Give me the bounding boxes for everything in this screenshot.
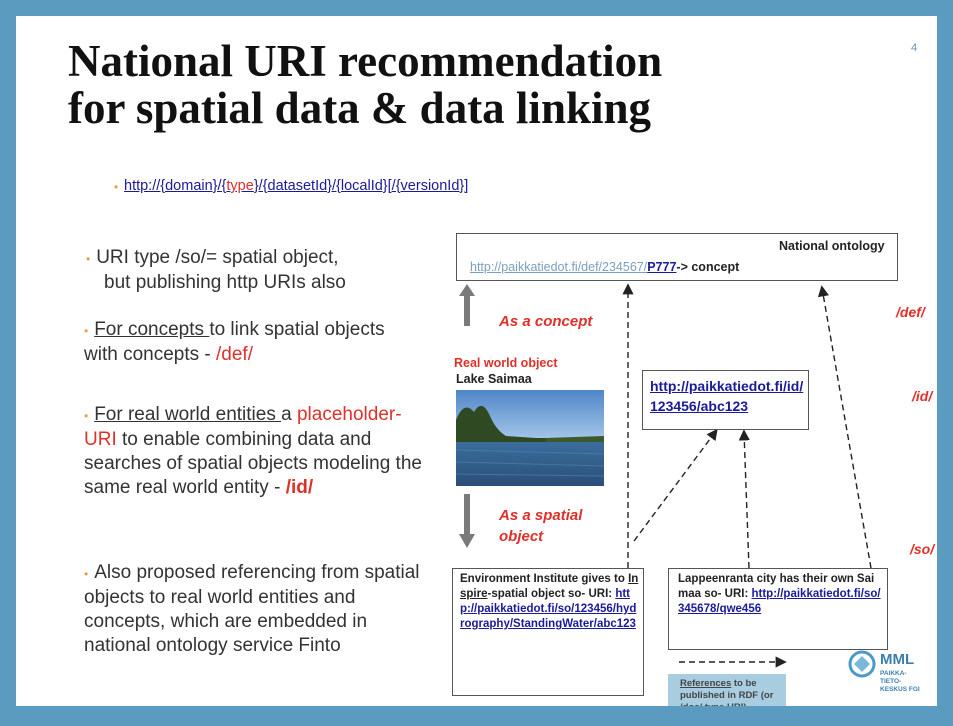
national-ontology-box bbox=[456, 233, 898, 281]
env-so-uri-link[interactable]: http://paikkatiedot.fi/so/123456/hydrogr… bbox=[460, 588, 637, 630]
bullet-text: to enable combining data and searches of… bbox=[84, 429, 422, 498]
lap-so-uri-link[interactable]: http://paikkatiedot.fi/so/345678/qwe456 bbox=[678, 588, 881, 615]
dash-env-to-id bbox=[633, 428, 718, 542]
mml-logo-icon bbox=[848, 650, 876, 678]
uri-part-1: http://{domain}/{ bbox=[124, 178, 227, 194]
title-line-2: for spatial data & data linking bbox=[68, 83, 652, 133]
as-spatial-object-label: As a spatial object bbox=[499, 507, 583, 545]
env-text-b: -spatial object so- URI: bbox=[487, 588, 613, 600]
bullet-red: /def/ bbox=[216, 344, 253, 365]
national-ontology-label: National ontology bbox=[779, 239, 885, 253]
bullet-concepts: • For concepts to link spatial objects wi… bbox=[84, 318, 414, 367]
down-arrow-spatial bbox=[459, 494, 475, 548]
lappeenranta-text: Lappeenranta city has their own Saimaa s… bbox=[678, 572, 884, 617]
lake-saimaa-label: Lake Saimaa bbox=[456, 372, 532, 386]
env-inspire: Inspire bbox=[460, 573, 639, 600]
label-id: /id/ bbox=[912, 388, 933, 404]
title-line-1: National URI recommendation bbox=[68, 36, 663, 86]
uri-part-type: type bbox=[226, 178, 254, 194]
uri-part-3: }/{datasetId}/{localId}[/{versionId}] bbox=[253, 178, 469, 194]
bullet-text: URI type /so/= spatial object, bbox=[96, 247, 339, 268]
dash-lap-to-def bbox=[817, 285, 872, 569]
bullet-red-bold: /id/ bbox=[285, 477, 314, 498]
up-arrow-concept bbox=[459, 284, 475, 326]
label-def: /def/ bbox=[896, 304, 925, 320]
bullet-real-world: • For real world entities a placeholder-U… bbox=[84, 403, 424, 500]
nat-arrow-concept: -> concept bbox=[676, 260, 740, 274]
bullet-icon: • bbox=[84, 324, 89, 338]
nat-link-prefix: http://paikkatiedot.fi/def/234567/ bbox=[470, 260, 648, 274]
bullet-referencing: •Also proposed referencing from spatial … bbox=[84, 561, 424, 658]
references-legend-text: References to be published in RDF (or /d… bbox=[680, 678, 790, 706]
svg-text:TIETO-: TIETO- bbox=[880, 678, 901, 685]
real-world-object-label: Real world object bbox=[454, 356, 558, 370]
diagram-arrows bbox=[459, 283, 872, 668]
mml-logo: MML PAIKKA- TIETO- KESKUS FGI bbox=[848, 650, 920, 693]
nat-link-p777: P777 bbox=[647, 260, 677, 274]
bullet-text: Also proposed referencing from spatial o… bbox=[84, 562, 420, 656]
lake-photo bbox=[456, 390, 604, 486]
environment-institute-text: Environment Institute gives to Inspire-s… bbox=[460, 572, 640, 632]
bullet-text: a bbox=[281, 404, 297, 425]
label-so: /so/ bbox=[910, 541, 935, 557]
bullet-icon: • bbox=[114, 180, 119, 194]
bullet-red: placeholder-URI bbox=[84, 404, 402, 450]
bullet-icon: • bbox=[84, 409, 89, 423]
bullet-underlined: For real world entities bbox=[94, 404, 282, 425]
mml-text: MML bbox=[880, 651, 914, 668]
dash-lap-to-id bbox=[738, 429, 750, 569]
bullet-icon: • bbox=[86, 252, 91, 266]
environment-institute-box bbox=[452, 568, 644, 696]
lap-text-a: Lappeenranta city has their own Saimaa s… bbox=[678, 573, 875, 600]
national-ontology-link[interactable]: http://paikkatiedot.fi/def/234567/P777->… bbox=[470, 260, 739, 274]
bullet-text: to link spatial objects with concepts - bbox=[84, 319, 385, 365]
slide-title: National URI recommendation for spatial … bbox=[68, 38, 888, 132]
page-number: 4 bbox=[911, 42, 918, 54]
as-concept-label: As a concept bbox=[499, 313, 593, 330]
references-rest: to be published in RDF (or /doc/ type UR… bbox=[680, 678, 774, 706]
bullet-underlined: For concepts bbox=[94, 319, 210, 340]
slide: National URI recommendation for spatial … bbox=[16, 16, 937, 706]
lappeenranta-box bbox=[668, 568, 888, 650]
references-legend-box bbox=[668, 674, 786, 706]
svg-text:KESKUS FGI: KESKUS FGI bbox=[880, 686, 920, 693]
references-word: References bbox=[680, 678, 732, 689]
id-uri-link[interactable]: http://paikkatiedot.fi/id/123456/abc123 bbox=[650, 378, 804, 414]
bullet-icon: • bbox=[84, 567, 89, 581]
uri-pattern-link[interactable]: http://{domain}/{type}/{datasetId}/{loca… bbox=[124, 178, 468, 194]
bullet-uri-type: • URI type /so/= spatial object, but publ… bbox=[86, 246, 426, 295]
id-uri-box bbox=[642, 370, 809, 430]
svg-text:PAIKKA-: PAIKKA- bbox=[880, 670, 907, 677]
bullet-text: but publishing http URIs also bbox=[104, 272, 346, 293]
env-text-a: Environment Institute gives to bbox=[460, 573, 629, 585]
